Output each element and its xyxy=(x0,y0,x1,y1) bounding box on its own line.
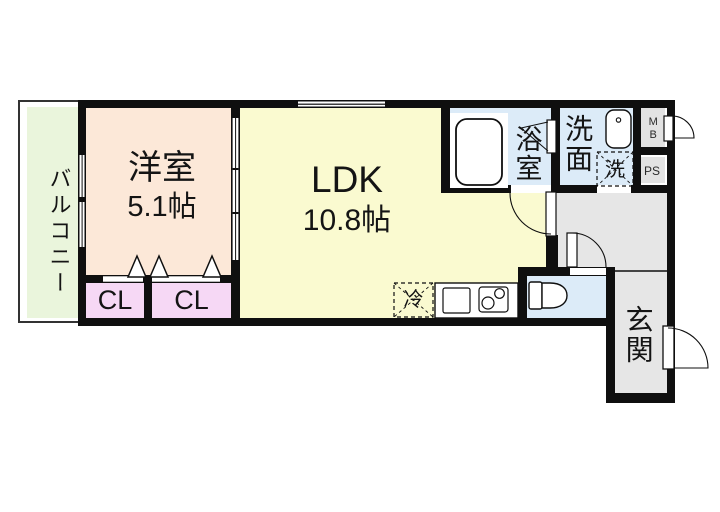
western-room-label: 洋室 xyxy=(128,149,196,188)
entrance-area xyxy=(615,267,667,393)
sliding-door-tick-2 xyxy=(232,212,239,214)
balcony-window-mullion xyxy=(78,197,86,202)
closet-left-area xyxy=(86,283,144,318)
ldk-size: 10.8帖 xyxy=(302,204,392,238)
ldk-door-leaf xyxy=(545,191,557,237)
wall-toilet-left xyxy=(518,267,527,326)
western-room-area xyxy=(86,108,231,275)
pipe-space-area xyxy=(640,157,665,183)
toilet-tank-icon xyxy=(528,281,543,310)
closet-right-area xyxy=(152,283,231,318)
fold-mark-3 xyxy=(201,254,223,278)
washing-machine-icon xyxy=(596,151,634,187)
ldk-area xyxy=(240,108,441,318)
wall-ps-bottom xyxy=(631,185,675,193)
wall-wash-mb xyxy=(633,100,641,193)
closet-fold-marks xyxy=(126,254,223,278)
toilet-door-arc xyxy=(571,232,607,268)
closet-left-opening xyxy=(103,276,143,282)
washer-cross-2 xyxy=(596,151,634,187)
wall-closet-divider xyxy=(144,275,152,326)
entrance-door-arc xyxy=(667,327,709,369)
toilet-door-leaf xyxy=(566,232,578,268)
washing-machine-label: 洗 xyxy=(605,158,625,181)
balcony-area xyxy=(27,107,78,318)
wall-toilet-entrance xyxy=(606,267,615,403)
wall-ldk-bath xyxy=(441,100,450,193)
entrance-door-leaf xyxy=(662,325,675,370)
toilet-bowl-icon xyxy=(541,282,568,309)
sliding-door-midline xyxy=(235,118,237,260)
ldk-area-kitchen-upper xyxy=(441,193,546,267)
closet-right-label: CL xyxy=(174,285,209,316)
meter-box-label: MB xyxy=(647,116,660,142)
meter-box-area xyxy=(640,108,665,147)
wall-bath-bottom xyxy=(441,185,511,193)
mb-door-arc xyxy=(671,115,695,139)
entrance-label: 玄関 xyxy=(622,305,654,365)
fixtures xyxy=(393,109,634,319)
wall-wash-bottom-left xyxy=(555,185,597,193)
bath-door-swing xyxy=(519,121,549,152)
ldk-doorway xyxy=(511,185,546,193)
mb-door-leaf xyxy=(663,115,674,142)
bath-door-leaf xyxy=(546,119,557,154)
fridge-cross-2 xyxy=(393,282,434,318)
refrigerator-label: 冷 xyxy=(403,288,424,311)
ldk-label: LDK xyxy=(311,158,383,200)
pipe-space-label: PS xyxy=(643,163,660,178)
ldk-top-window-midline xyxy=(298,103,385,105)
wall-toilet-top xyxy=(518,267,615,276)
doors xyxy=(509,115,709,370)
bathtub-icon xyxy=(455,118,503,186)
washroom-doorway xyxy=(597,185,631,193)
wall-bottom xyxy=(78,318,615,326)
bathroom-label: 浴室 xyxy=(511,125,542,183)
balcony-label: バルコニー xyxy=(46,167,72,297)
refrigerator-icon xyxy=(393,282,434,318)
closet-left-label: CL xyxy=(97,285,133,316)
openings xyxy=(78,101,631,282)
fold-mark-1 xyxy=(126,254,148,278)
western-room-size: 5.1帖 xyxy=(127,190,197,223)
closet-right-opening xyxy=(152,276,220,282)
wall-entrance-bottom xyxy=(606,393,675,403)
wall-mb-ps-divider xyxy=(633,147,667,155)
washbasin-faucet-icon xyxy=(615,117,622,123)
wall-hallway-left xyxy=(546,235,558,276)
stove-burner-large xyxy=(481,296,495,310)
sliding-door-tick-1 xyxy=(232,168,239,170)
ldk-door-arc xyxy=(509,192,552,235)
wall-outer-right xyxy=(667,100,675,403)
stove-burner-small xyxy=(494,288,505,299)
fold-mark-2 xyxy=(148,254,170,278)
kitchen-sink-icon xyxy=(442,287,471,314)
toilet-doorway xyxy=(570,268,606,275)
washbasin-icon xyxy=(605,109,632,149)
washroom-label: 洗面 xyxy=(562,114,594,174)
